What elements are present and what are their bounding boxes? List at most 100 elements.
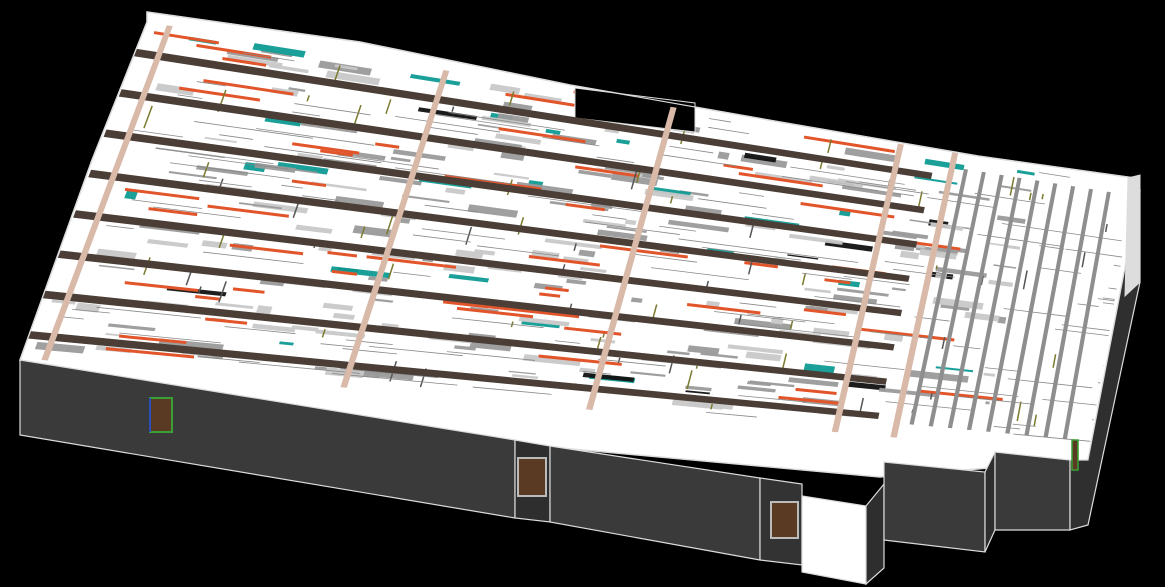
equipment-block	[493, 172, 530, 180]
equipment-block	[700, 352, 738, 359]
joist-east-7	[1024, 185, 1076, 436]
cable-line	[292, 111, 321, 117]
pipe-segment-red	[327, 250, 358, 258]
cable-line	[1102, 297, 1115, 300]
pipe-segment	[617, 357, 621, 364]
cable-line	[554, 340, 580, 344]
equipment-block	[508, 370, 536, 375]
equipment-block	[238, 202, 283, 210]
joist-east-1	[909, 169, 968, 425]
pipe-segment	[710, 403, 714, 410]
pipe-segment	[1052, 354, 1057, 368]
joist-east-5	[986, 180, 1040, 432]
equipment-block	[390, 156, 411, 163]
pipe-segment-red	[599, 244, 688, 259]
equipment-block	[254, 162, 297, 173]
pipe-segment-red	[919, 389, 1003, 402]
equipment-block	[717, 151, 730, 160]
cable-line	[802, 272, 852, 280]
pipe-segment	[1009, 176, 1015, 196]
doors-layer	[149, 397, 1079, 539]
cable-line	[256, 128, 375, 146]
equipment-block	[745, 351, 782, 362]
pipe-segment	[385, 99, 392, 115]
pipe-segment-red	[366, 255, 457, 269]
cable-line	[790, 166, 905, 185]
pipe-segment	[630, 168, 638, 190]
equipment-block	[330, 266, 392, 279]
cable-line	[1113, 264, 1121, 267]
equipment-block	[168, 171, 217, 180]
cable-line	[592, 214, 627, 220]
equipment-block	[836, 287, 889, 297]
cable-line	[778, 316, 835, 325]
equipment-block	[685, 390, 711, 395]
equipment-block	[521, 320, 561, 329]
equipment-block	[983, 372, 996, 377]
pipe-segment	[1022, 270, 1028, 290]
pipe-segment	[202, 161, 210, 178]
pipe-segment-red	[800, 202, 895, 219]
cable-line	[662, 154, 737, 167]
joist-east-8	[1043, 188, 1093, 438]
wall-stair-side	[865, 482, 885, 586]
cable-line	[984, 367, 1021, 372]
equipment-block	[749, 380, 795, 388]
pipe-segment-red	[484, 304, 580, 319]
pipe-segment	[801, 273, 807, 286]
equipment-block	[685, 385, 712, 392]
cable-line	[697, 198, 767, 209]
equipment-block	[842, 381, 886, 391]
cable-line	[412, 234, 471, 243]
equipment-block	[883, 333, 904, 342]
equipment-block	[1016, 169, 1035, 176]
equipment-block	[894, 244, 915, 252]
pipe-segment	[573, 243, 577, 251]
pipe-segment-red	[291, 179, 327, 188]
equipment-block	[315, 329, 366, 339]
equipment-block	[401, 194, 450, 203]
joist-east-3	[947, 174, 1004, 429]
equipment-block	[276, 162, 329, 175]
pipe-segment-red	[331, 269, 358, 276]
pipe-segment-red	[292, 142, 360, 155]
door-center[interactable]	[517, 457, 547, 497]
cable-line	[345, 339, 393, 346]
equipment-block	[155, 83, 195, 96]
equipment-block	[477, 123, 501, 129]
pipe-segment	[387, 263, 395, 280]
door-east[interactable]	[1071, 439, 1079, 471]
pipe-segment	[781, 353, 788, 370]
equipment-block	[993, 264, 1017, 269]
equipment-block	[518, 316, 570, 327]
cable-line	[428, 126, 478, 135]
door-west[interactable]	[149, 397, 173, 433]
cable-line	[155, 147, 274, 165]
pipe-segment-red	[124, 281, 199, 293]
cable-line	[917, 385, 1019, 397]
equipment-block	[289, 168, 318, 174]
equipment-block	[334, 196, 385, 209]
equipment-block	[666, 350, 690, 356]
column-line-2	[340, 70, 450, 388]
roof-beam-3	[103, 129, 918, 248]
equipment-block	[582, 218, 627, 228]
cable-line	[337, 154, 439, 170]
equipment-block	[998, 184, 1032, 192]
equipment-block	[325, 70, 381, 86]
cable-line	[294, 103, 371, 116]
cable-line	[977, 233, 1063, 247]
pipe-segment-red	[738, 172, 823, 188]
equipment-block	[630, 371, 666, 377]
pipe-segment-red	[824, 278, 851, 285]
equipment-block	[107, 323, 156, 332]
equipment-block	[226, 54, 283, 68]
equipment-block	[804, 305, 828, 312]
model-edges-layer	[19, 11, 1136, 361]
cable-line	[340, 368, 439, 379]
door-stair[interactable]	[770, 501, 799, 539]
pipe-segment	[935, 265, 938, 270]
wall-stair-box	[801, 495, 867, 585]
